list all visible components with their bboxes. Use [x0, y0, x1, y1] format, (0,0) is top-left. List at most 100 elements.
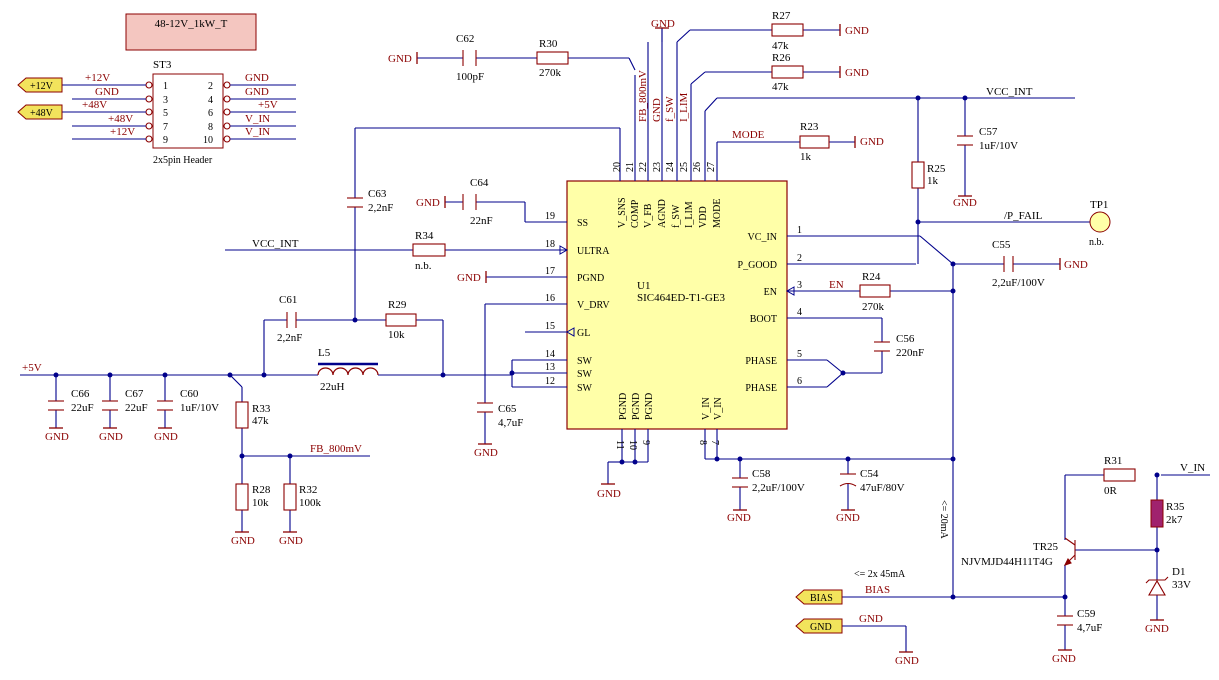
- ic-pin-5-num: 5: [797, 349, 802, 360]
- header-pin-1: 1: [163, 81, 168, 92]
- c58-ref: C58: [752, 468, 771, 480]
- r25-val: 1k: [927, 175, 939, 187]
- c64-val: 22nF: [470, 215, 493, 227]
- ic-pin-23-num: 23: [652, 162, 663, 172]
- r34-val: n.b.: [415, 260, 432, 272]
- ic-pin-21-num: 21: [625, 162, 636, 172]
- header-net-r2: GND: [245, 86, 269, 98]
- capacitor-c64: [462, 194, 477, 210]
- r24-ref: R24: [862, 271, 881, 283]
- note-20ma: <= 20mA: [938, 500, 949, 540]
- ic-pin-18-name: ULTRA: [577, 246, 610, 257]
- port-gnd: [795, 618, 843, 634]
- r27-ref: R27: [772, 10, 791, 22]
- header-net-r1: GND: [245, 72, 269, 84]
- header-pin-9: 9: [163, 135, 168, 146]
- capacitor-c55: [1003, 256, 1014, 272]
- c62-val: 100pF: [456, 71, 484, 83]
- c58-val: 2,2uF/100V: [752, 482, 805, 494]
- d1-val: 33V: [1172, 579, 1191, 591]
- ic-pin-3-num: 3: [797, 280, 802, 291]
- resistor-r33: [235, 401, 249, 429]
- header-net-r5: V_IN: [245, 126, 270, 138]
- ic-pin-5-name: PHASE: [745, 356, 777, 367]
- header-net-l5: +12V: [110, 126, 135, 138]
- ic-pin-4-name: BOOT: [750, 314, 777, 325]
- r32-ref: R32: [299, 484, 317, 496]
- net-fsw-top: f_SW: [664, 96, 676, 122]
- header-net-l3: +48V: [82, 99, 107, 111]
- gnd-label-port: GND: [895, 655, 919, 667]
- header-net-l1: +12V: [85, 72, 110, 84]
- ic-pin-17-num: 17: [545, 266, 555, 277]
- port-12v: [17, 77, 63, 93]
- ic-pin-2-num: 2: [797, 253, 802, 264]
- resistor-r35: [1150, 499, 1164, 528]
- net-p-fail: /P_FAIL: [1004, 210, 1043, 222]
- gnd-label-pgnd17: GND: [457, 272, 481, 284]
- ic-pin-6-name: PHASE: [745, 383, 777, 394]
- ic-pin-15-name: GL: [577, 328, 590, 339]
- c57-ref: C57: [979, 126, 998, 138]
- resistor-r23: [799, 135, 830, 149]
- ic-pin-20-num: 20: [612, 162, 623, 172]
- r29-ref: R29: [388, 299, 407, 311]
- gnd-label-c65: GND: [474, 447, 498, 459]
- r25-ref: R25: [927, 163, 946, 175]
- ic-pin-23-name: AGND: [657, 199, 668, 228]
- c59-val: 4,7uF: [1077, 622, 1102, 634]
- r31-ref: R31: [1104, 455, 1122, 467]
- header-pin-6: 6: [208, 108, 213, 119]
- net-gnd-top: GND: [651, 98, 663, 122]
- header-pin-3: 3: [163, 95, 168, 106]
- ic-pin-18-num: 18: [545, 239, 555, 250]
- r35-ref: R35: [1166, 501, 1185, 513]
- c56-val: 220nF: [896, 347, 924, 359]
- header-pin-8: 8: [208, 122, 213, 133]
- capacitor-c61: [286, 312, 297, 328]
- header-pin-10: 10: [203, 135, 213, 146]
- ic-pin-1-num: 1: [797, 225, 802, 236]
- net-vcc-int-top: VCC_INT: [986, 86, 1033, 98]
- port-12v-label: +12V: [30, 81, 54, 92]
- r27-val: 47k: [772, 40, 789, 52]
- resistor-r29: [385, 313, 417, 327]
- r24-val: 270k: [862, 301, 885, 313]
- header-desc: 2x5pin Header: [153, 155, 213, 166]
- ic-top-pins: 20 21 22 23 24 25 26 27 V_SNS COMP V_FB …: [612, 28, 723, 228]
- gnd-label-c54: GND: [836, 512, 860, 524]
- gnd-label-c64: GND: [416, 197, 440, 209]
- title-text: 48-12V_1kW_T: [155, 18, 228, 30]
- header-pin-5: 5: [163, 108, 168, 119]
- ic-pin-24-num: 24: [665, 162, 676, 172]
- gnd-label-r23: GND: [860, 136, 884, 148]
- r33-val: 47k: [252, 415, 269, 427]
- ic-pin-9-name: PGND: [644, 393, 655, 420]
- gnd-label-c60: GND: [154, 431, 178, 443]
- tp1-ref: TP1: [1090, 199, 1108, 211]
- ic-pin-10-name: PGND: [631, 393, 642, 420]
- ic-pin-16-num: 16: [545, 293, 555, 304]
- c66-val: 22uF: [71, 402, 94, 414]
- net-vcc-int-left: VCC_INT: [252, 238, 299, 250]
- ic-pin-8-name: V_IN: [701, 397, 712, 420]
- capacitor-c67: [102, 400, 118, 411]
- gnd-label-r26: GND: [845, 67, 869, 79]
- ic-pin-9-num: 9: [640, 440, 651, 445]
- zener-d1: [1145, 576, 1169, 596]
- r32-val: 100k: [299, 497, 322, 509]
- inductor-l5: [317, 362, 379, 376]
- header-net-l2: GND: [95, 86, 119, 98]
- capacitor-c66: [48, 400, 64, 411]
- ic-pin-13-name: SW: [577, 369, 593, 380]
- ic-pin-12-num: 12: [545, 376, 555, 387]
- ic-pin-7-name: V_IN: [713, 397, 724, 420]
- ic-pin-24-name: f_SW: [671, 204, 682, 228]
- gnd-label-r27: GND: [845, 25, 869, 37]
- c65-val: 4,7uF: [498, 417, 523, 429]
- header-body: [152, 73, 224, 149]
- c62-ref: C62: [456, 33, 474, 45]
- capacitor-c65: [477, 402, 493, 413]
- ic-u1-part: SIC464ED-T1-GE3: [637, 292, 725, 304]
- resistor-r31: [1103, 468, 1136, 482]
